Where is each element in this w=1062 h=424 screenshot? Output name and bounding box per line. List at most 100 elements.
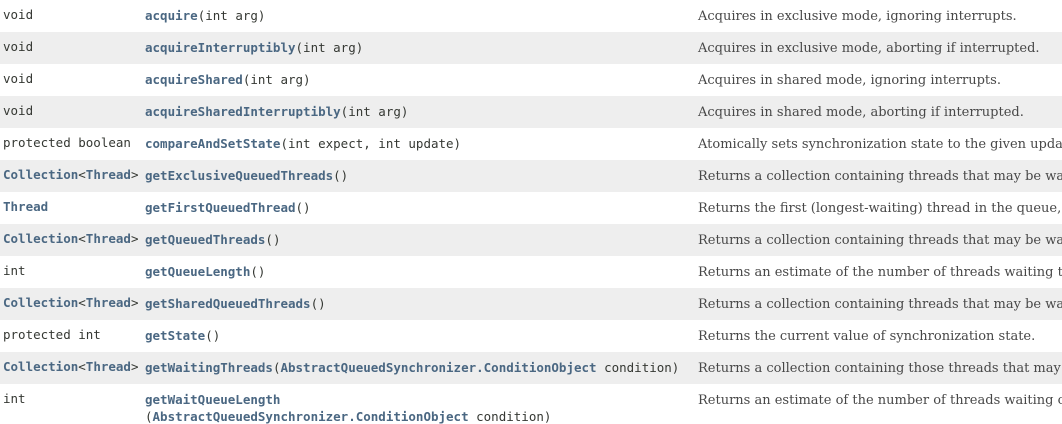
- method-link-get-shared-queued-threads[interactable]: getSharedQueuedThreads: [145, 296, 311, 311]
- thread-type-link[interactable]: Thread: [85, 167, 131, 182]
- method-link-get-queued-threads[interactable]: getQueuedThreads: [145, 232, 266, 247]
- method-signature: getQueuedThreads(): [145, 231, 280, 248]
- generic-open: <: [78, 359, 86, 374]
- table-row: void acquireInterruptibly(int arg) Acqui…: [0, 32, 1062, 64]
- method-params: (int arg): [242, 72, 311, 87]
- method-description: Returns a collection containing those th…: [698, 361, 1062, 376]
- method-description: Returns a collection containing threads …: [698, 233, 1062, 248]
- method-signature: acquireInterruptibly(int arg): [145, 39, 363, 56]
- modifier-type: int: [3, 263, 26, 278]
- generic-open: <: [78, 295, 86, 310]
- collection-type-link[interactable]: Collection: [3, 359, 79, 374]
- method-description: Returns a collection containing threads …: [698, 297, 1062, 312]
- method-description: Returns the current value of synchroniza…: [698, 329, 1036, 344]
- thread-type-link[interactable]: Thread: [85, 231, 131, 246]
- table-row: void acquireShared(int arg) Acquires in …: [0, 64, 1062, 96]
- table-row: Thread getFirstQueuedThread() Returns th…: [0, 192, 1062, 224]
- condition-object-type-link[interactable]: AbstractQueuedSynchronizer.ConditionObje…: [280, 360, 597, 375]
- method-link-acquire-interruptibly[interactable]: acquireInterruptibly: [145, 40, 296, 55]
- method-params: (): [333, 168, 349, 183]
- collection-type-link[interactable]: Collection: [3, 167, 79, 182]
- method-signature: getWaitQueueLength (AbstractQueuedSynchro…: [145, 391, 551, 424]
- method-link-compare-and-set-state[interactable]: compareAndSetState: [145, 136, 281, 151]
- method-description: Acquires in exclusive mode, aborting if …: [698, 41, 1040, 56]
- method-description: Returns a collection containing threads …: [698, 169, 1062, 184]
- method-params: (int arg): [197, 8, 266, 23]
- method-signature: getFirstQueuedThread(): [145, 199, 311, 216]
- method-signature: acquireShared(int arg): [145, 71, 311, 88]
- thread-type-link[interactable]: Thread: [3, 199, 49, 214]
- generic-close: >: [130, 359, 139, 374]
- method-params: (int arg): [295, 40, 364, 55]
- generic-open: <: [78, 231, 86, 246]
- method-params: (int arg): [340, 104, 409, 119]
- method-params: (int expect, int update): [280, 136, 462, 151]
- table-row: Collection<Thread> getSharedQueuedThread…: [0, 288, 1062, 320]
- table-row: protected int getState() Returns the cur…: [0, 320, 1062, 352]
- thread-type-link[interactable]: Thread: [85, 359, 131, 374]
- condition-object-type-link[interactable]: AbstractQueuedSynchronizer.ConditionObje…: [152, 409, 469, 424]
- table-row: Collection<Thread> getExclusiveQueuedThr…: [0, 160, 1062, 192]
- collection-type-link[interactable]: Collection: [3, 231, 79, 246]
- method-description: Returns the first (longest-waiting) thre…: [698, 201, 1062, 216]
- modifier-type: Collection<Thread>: [3, 231, 138, 246]
- method-link-acquire-shared[interactable]: acquireShared: [145, 72, 243, 87]
- method-signature: getExclusiveQueuedThreads(): [145, 167, 348, 184]
- method-params: (): [310, 296, 326, 311]
- params-open: (: [272, 360, 281, 375]
- modifier-type: protected int: [3, 327, 101, 342]
- modifier-type: Thread: [3, 199, 48, 214]
- table-row: void acquire(int arg) Acquires in exclus…: [0, 0, 1062, 32]
- method-link-get-queue-length[interactable]: getQueueLength: [145, 264, 251, 279]
- table-row: void acquireSharedInterruptibly(int arg)…: [0, 96, 1062, 128]
- table-row: int getQueueLength() Returns an estimate…: [0, 256, 1062, 288]
- method-description: Returns an estimate of the number of thr…: [698, 393, 1062, 408]
- generic-open: <: [78, 167, 86, 182]
- method-params: (): [265, 232, 281, 247]
- method-link-acquire-shared-interruptibly[interactable]: acquireSharedInterruptibly: [145, 104, 341, 119]
- table-row: Collection<Thread> getQueuedThreads() Re…: [0, 224, 1062, 256]
- params-close: condition): [468, 409, 552, 424]
- method-description: Acquires in shared mode, aborting if int…: [698, 105, 1024, 120]
- method-description: Acquires in shared mode, ignoring interr…: [698, 73, 1001, 88]
- generic-close: >: [130, 231, 139, 246]
- method-link-get-wait-queue-length[interactable]: getWaitQueueLength: [145, 392, 281, 407]
- generic-close: >: [130, 295, 139, 310]
- method-signature: acquire(int arg): [145, 7, 265, 24]
- modifier-type: void: [3, 71, 34, 86]
- modifier-type: int: [3, 391, 26, 406]
- method-signature: getSharedQueuedThreads(): [145, 295, 326, 312]
- table-row: int getWaitQueueLength (AbstractQueuedSyn…: [0, 384, 1062, 424]
- generic-close: >: [130, 167, 139, 182]
- modifier-type: Collection<Thread>: [3, 167, 138, 182]
- modifier-type: protected boolean: [3, 135, 131, 150]
- method-description: Returns an estimate of the number of thr…: [698, 265, 1062, 280]
- method-signature: getQueueLength(): [145, 263, 265, 280]
- params-open: (: [145, 409, 153, 424]
- method-params: (): [205, 328, 221, 343]
- method-description: Acquires in exclusive mode, ignoring int…: [698, 9, 1017, 24]
- modifier-type: Collection<Thread>: [3, 295, 138, 310]
- table-row: protected boolean compareAndSetState(int…: [0, 128, 1062, 160]
- modifier-type: void: [3, 103, 34, 118]
- method-link-get-state[interactable]: getState: [145, 328, 206, 343]
- thread-type-link[interactable]: Thread: [85, 295, 131, 310]
- method-description: Atomically sets synchronization state to…: [698, 137, 1062, 152]
- method-link-get-exclusive-queued-threads[interactable]: getExclusiveQueuedThreads: [145, 168, 334, 183]
- method-signature: compareAndSetState(int expect, int updat…: [145, 135, 461, 152]
- params-close: condition): [596, 360, 680, 375]
- method-params: (): [295, 200, 311, 215]
- table-row: Collection<Thread> getWaitingThreads(Abs…: [0, 352, 1062, 384]
- modifier-type: Collection<Thread>: [3, 359, 138, 374]
- method-signature: getState(): [145, 327, 220, 344]
- modifier-type: void: [3, 39, 34, 54]
- method-params: (): [250, 264, 266, 279]
- modifier-type: void: [3, 7, 34, 22]
- method-link-acquire[interactable]: acquire: [145, 8, 198, 23]
- method-link-get-waiting-threads[interactable]: getWaitingThreads: [145, 360, 273, 375]
- method-link-get-first-queued-thread[interactable]: getFirstQueuedThread: [145, 200, 296, 215]
- method-signature: acquireSharedInterruptibly(int arg): [145, 103, 408, 120]
- collection-type-link[interactable]: Collection: [3, 295, 79, 310]
- method-signature: getWaitingThreads(AbstractQueuedSynchron…: [145, 359, 679, 376]
